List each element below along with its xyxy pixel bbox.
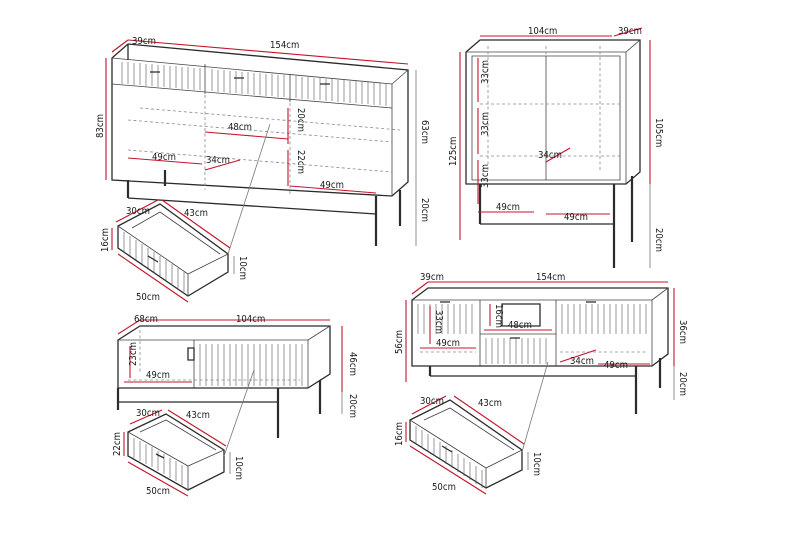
display-cabinet-dimensions: 104cm 39cm 125cm 105cm 20cm 33cm 33cm 33… — [448, 26, 664, 268]
cabinet-top-height-label: 105cm — [653, 118, 664, 147]
coffee-table-depth-label: 68cm — [134, 314, 158, 325]
cabinet-shelf-width-right-label: 49cm — [564, 212, 588, 223]
sideboard-drawer-front-label: 50cm — [136, 292, 160, 303]
sideboard-height-label: 83cm — [95, 114, 106, 138]
sideboard-drawer-drawing — [117, 123, 271, 297]
sideboard-leg-height-label: 20cm — [419, 198, 430, 222]
coffee-table-shelf-width-label: 49cm — [146, 370, 170, 381]
coffee-table-dimensions: 68cm 104cm 23cm 49cm 46cm 20cm — [117, 314, 358, 418]
tv-bench-width-label: 154cm — [536, 272, 565, 283]
coffee-table-leg-height-label: 20cm — [347, 394, 358, 418]
sideboard-drawer-depth-label: 30cm — [126, 206, 150, 217]
sideboard-depth-label: 39cm — [132, 36, 156, 47]
sideboard-shelf-gap-bottom-label: 22cm — [295, 150, 306, 174]
cabinet-height-label: 125cm — [448, 137, 459, 166]
cabinet-shelf-depth-label: 34cm — [538, 150, 562, 161]
sideboard-drawer-width-label: 43cm — [184, 208, 208, 219]
sideboard-shelf-gap-top-label: 20cm — [295, 108, 306, 132]
tv-bench-drawing — [411, 287, 669, 414]
tv-bench-height-label: 56cm — [394, 330, 405, 354]
tv-bench-shelf-width-right-label: 49cm — [604, 360, 628, 371]
coffee-table-drawing — [116, 325, 331, 438]
cabinet-depth-label: 39cm — [618, 26, 642, 37]
cabinet-leg-height-label: 20cm — [653, 228, 664, 252]
tv-bench-dimensions: 39cm 154cm 56cm 33cm 49cm 16cm 48cm 34cm… — [394, 272, 688, 400]
tv-bench-drawer-dimensions: 30cm 43cm 16cm 10cm 50cm — [394, 395, 542, 495]
tv-bench-top-height-label: 36cm — [677, 320, 688, 344]
tv-bench-shelf-height-label: 33cm — [433, 310, 444, 334]
tv-bench-leg-height-label: 20cm — [677, 372, 688, 396]
tv-bench-drawer-gap-label: 16cm — [493, 304, 504, 328]
coffee-table-height-label: 46cm — [347, 352, 358, 376]
sideboard-shelf-depth-label: 34cm — [206, 155, 230, 166]
sideboard-inner-width-label: 48cm — [228, 122, 252, 133]
cabinet-shelf-gap-2-label: 33cm — [480, 112, 491, 136]
tv-bench-drawer-width-label: 43cm — [478, 398, 502, 409]
coffee-table-drawer-height-label: 22cm — [112, 432, 123, 456]
cabinet-shelf-gap-3-label: 33cm — [480, 164, 491, 188]
sideboard-top-height-label: 63cm — [419, 120, 430, 144]
sideboard-drawer-height-label: 16cm — [100, 228, 111, 252]
coffee-table-drawer-width-label: 43cm — [186, 410, 210, 421]
coffee-table-width-label: 104cm — [236, 314, 265, 325]
tv-bench-inner-width-label: 48cm — [508, 320, 532, 331]
tv-bench-drawer-inner-height-label: 10cm — [531, 452, 542, 476]
coffee-table-drawer-drawing — [127, 369, 255, 491]
sideboard-drawer-dimensions: 30cm 43cm 16cm 10cm 50cm — [100, 199, 248, 303]
sideboard-shelf-width-right-label: 49cm — [320, 180, 344, 191]
coffee-table-drawer-inner-height-label: 10cm — [233, 456, 244, 480]
tv-bench-drawer-drawing — [409, 361, 549, 489]
tv-bench-drawer-depth-label: 30cm — [420, 396, 444, 407]
tv-bench-depth-label: 39cm — [420, 272, 444, 283]
tv-bench-drawer-height-label: 16cm — [394, 422, 405, 446]
coffee-table-drawer-front-label: 50cm — [146, 486, 170, 497]
sideboard-drawer-inner-height-label: 10cm — [237, 256, 248, 280]
tv-bench-drawer-front-label: 50cm — [432, 482, 456, 493]
tv-bench-shelf-depth-label: 34cm — [570, 356, 594, 367]
sideboard-width-label: 154cm — [270, 40, 299, 51]
cabinet-shelf-gap-1-label: 33cm — [480, 60, 491, 84]
coffee-table-drawer-depth-label: 30cm — [136, 408, 160, 419]
sideboard-shelf-width-left-label: 49cm — [152, 152, 176, 163]
tv-bench-shelf-width-left-label: 49cm — [436, 338, 460, 349]
coffee-table-shelf-height-label: 23cm — [128, 342, 139, 366]
display-cabinet-drawing — [465, 39, 641, 268]
sideboard-dimensions: 39cm 154cm 83cm 63cm 20cm 48cm 49cm 34cm… — [95, 36, 430, 246]
cabinet-shelf-width-left-label: 49cm — [496, 202, 520, 213]
coffee-table-drawer-dimensions: 30cm 43cm 22cm 10cm 50cm — [112, 408, 244, 497]
cabinet-width-label: 104cm — [528, 26, 557, 37]
sideboard-drawing — [111, 43, 409, 246]
